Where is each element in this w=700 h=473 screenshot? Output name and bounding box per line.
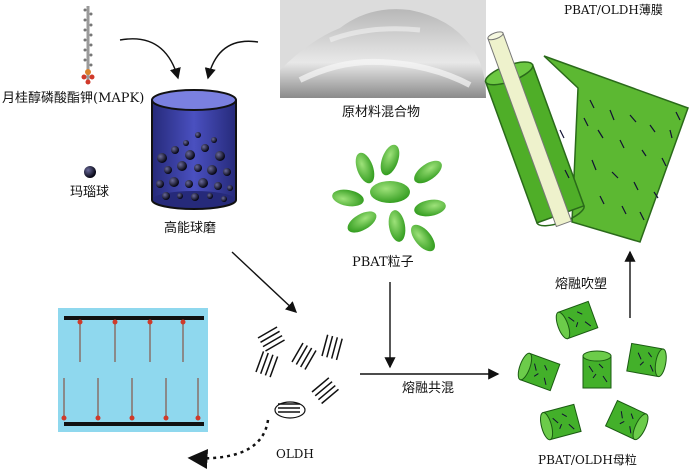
arrow-mapk-to-jar: [120, 39, 178, 78]
label-raw-mix: 原材料混合物: [342, 106, 420, 119]
arrow-mill-to-oldh: [232, 252, 296, 312]
arrow-powder-to-jar: [208, 41, 258, 78]
raw-powder-photo: [280, 0, 486, 98]
label-agate-ball: 玛瑙球: [70, 186, 109, 199]
label-ball-mill: 高能球磨: [164, 222, 216, 235]
pbat-pellets: [331, 142, 447, 255]
mapk-molecule-icon: [82, 6, 95, 85]
agate-ball-icon: [84, 166, 96, 178]
oldh-sheets: [256, 327, 342, 412]
film-roll: [483, 30, 688, 242]
oldh-layer-panel: [58, 308, 208, 432]
ball-mill-jar: [152, 90, 236, 209]
label-masterbatch: PBAT/OLDH母粒: [538, 454, 637, 466]
label-film: PBAT/OLDH薄膜: [564, 4, 663, 16]
label-mapk: 月桂醇磷酸酯钾(MAPK): [2, 92, 144, 105]
label-oldh: OLDH: [276, 448, 314, 460]
label-melt-blend: 熔融共混: [402, 382, 454, 395]
masterbatch-pellets: [515, 301, 668, 441]
label-blow-molding: 熔融吹塑: [555, 278, 607, 291]
label-pbat-pellet: PBAT粒子: [352, 256, 414, 269]
